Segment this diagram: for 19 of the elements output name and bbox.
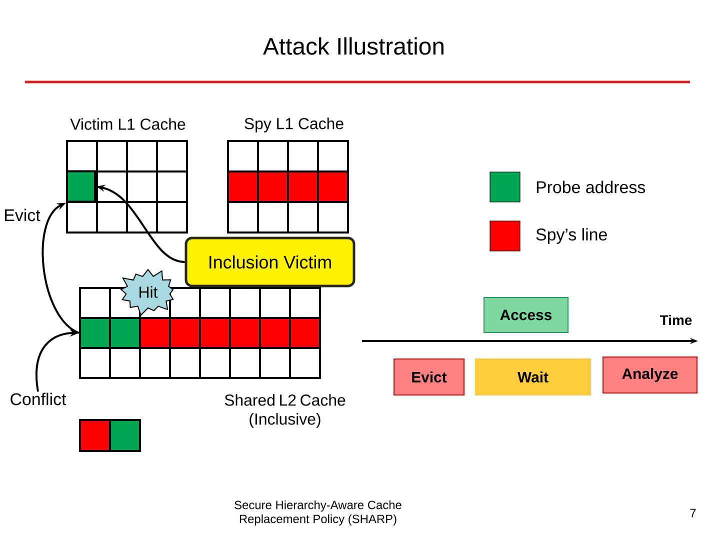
label: Spy L1 Cache: [244, 118, 344, 132]
label: Time: [660, 314, 692, 326]
timeline-box: Evict: [394, 358, 464, 396]
legend-text: Probe address: [536, 180, 646, 194]
label: 7: [690, 508, 696, 518]
legend-text: Spy’s line: [536, 228, 607, 244]
label: Conflict: [10, 392, 66, 406]
timeline-box: Analyze: [602, 356, 698, 394]
cache-cell: [66, 170, 96, 203]
title: Attack Illustration: [263, 37, 444, 55]
callout-box: Inclusion Victim: [184, 236, 356, 288]
label: Secure Hierarchy-Aware Cache Replacement Policy (SHARP): [234, 500, 402, 526]
timeline-box: Wait: [475, 358, 591, 396]
label: Victim L1 Cache: [70, 118, 186, 130]
timeline-box: Access: [484, 297, 568, 333]
arrow: [42, 202, 80, 334]
cache-cell: [79, 317, 111, 349]
label: Shared L2 Cache (Inclusive): [224, 394, 346, 428]
edge-label: Evict: [5, 208, 40, 222]
